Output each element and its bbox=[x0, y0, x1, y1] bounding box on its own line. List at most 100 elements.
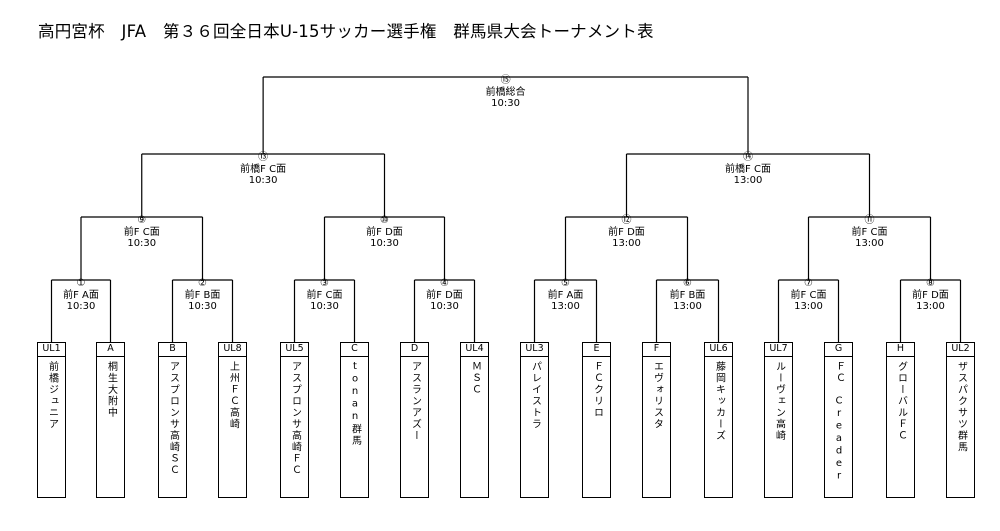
match-time: 10:30 bbox=[248, 175, 278, 186]
team-box: UL1 前橋ジュニア bbox=[37, 342, 66, 498]
team-name: グローバルＦＣ bbox=[895, 361, 907, 442]
match-num: ⑤ bbox=[561, 278, 570, 289]
team-code: UL2 bbox=[947, 343, 974, 357]
match-venue: 前F C面 bbox=[790, 289, 827, 301]
match-num: ⑮ bbox=[500, 75, 511, 86]
page-title: 高円宮杯 JFA 第３６回全日本U-15サッカー選手権 群馬県大会トーナメント表 bbox=[38, 22, 654, 41]
team-name: ＭＳＣ bbox=[469, 361, 481, 396]
match-time: 10:30 bbox=[310, 301, 339, 312]
team-name: tonan群馬 bbox=[349, 361, 361, 447]
team-code: UL8 bbox=[219, 343, 246, 357]
match-venue: 前F A面 bbox=[63, 289, 99, 301]
match-venue: 前F D面 bbox=[608, 226, 645, 238]
team-box: E ＦＣクリロ bbox=[582, 342, 611, 498]
team-name: ザスパクサツ群馬 bbox=[955, 361, 967, 453]
team-box: H グローバルＦＣ bbox=[886, 342, 915, 498]
match-time: 13:00 bbox=[551, 301, 580, 312]
team-name: アスプロンサ高崎ＳＣ bbox=[167, 361, 179, 476]
team-name: ＦＣ Creader bbox=[833, 361, 845, 483]
match-venue: 前橋F C面 bbox=[240, 163, 287, 175]
match-venue: 前F C面 bbox=[123, 226, 160, 238]
match-time: 13:00 bbox=[673, 301, 702, 312]
team-box: G ＦＣ Creader bbox=[824, 342, 853, 498]
team-box: UL7 ルーヴェン高崎 bbox=[764, 342, 793, 498]
match-num: ⑩ bbox=[380, 215, 389, 226]
match-num: ③ bbox=[320, 278, 329, 289]
team-name: ルーヴェン高崎 bbox=[773, 361, 785, 442]
match-venue: 前橋総合 bbox=[485, 86, 526, 98]
team-name: アスプロンサ高崎ＦＣ bbox=[289, 361, 301, 476]
match-time: 10:30 bbox=[491, 98, 520, 109]
team-name: 上州ＦＣ高崎 bbox=[227, 361, 239, 430]
match-time: 10:30 bbox=[430, 301, 459, 312]
team-code: UL7 bbox=[765, 343, 792, 357]
team-box: UL2 ザスパクサツ群馬 bbox=[946, 342, 975, 498]
team-code: E bbox=[583, 343, 610, 357]
team-code: UL4 bbox=[461, 343, 488, 357]
match-venue: 前F D面 bbox=[366, 226, 403, 238]
team-code: A bbox=[97, 343, 124, 357]
match-time: 13:00 bbox=[794, 301, 823, 312]
match-time: 13:00 bbox=[733, 175, 763, 186]
team-name: 前橋ジュニア bbox=[46, 361, 58, 430]
match-venue: 前F B面 bbox=[669, 289, 706, 301]
team-name: アスランアズー bbox=[409, 361, 421, 442]
match-venue: 前F B面 bbox=[184, 289, 221, 301]
match-num: ⑭ bbox=[742, 152, 753, 163]
match-num: ⑥ bbox=[683, 278, 692, 289]
team-name: パレイストラ bbox=[529, 361, 541, 430]
team-name: ＦＣクリロ bbox=[591, 361, 603, 419]
match-num: ④ bbox=[440, 278, 449, 289]
match-num: ② bbox=[198, 278, 207, 289]
match-venue: 前F D面 bbox=[426, 289, 463, 301]
match-venue: 前F C面 bbox=[306, 289, 343, 301]
team-code: UL3 bbox=[521, 343, 548, 357]
team-box: F エヴォリスタ bbox=[642, 342, 671, 498]
match-venue: 前F A面 bbox=[547, 289, 584, 301]
match-time: 13:00 bbox=[612, 238, 641, 249]
match-time: 13:00 bbox=[916, 301, 945, 312]
team-name: 桐生大附中 bbox=[105, 361, 117, 419]
match-venue: 前F C面 bbox=[851, 226, 888, 238]
team-code: G bbox=[825, 343, 852, 357]
match-venue: 前橋F C面 bbox=[725, 163, 771, 175]
match-num: ⑧ bbox=[926, 278, 935, 289]
team-name: エヴォリスタ bbox=[651, 361, 663, 430]
team-box: A 桐生大附中 bbox=[96, 342, 125, 498]
match-time: 10:30 bbox=[370, 238, 399, 249]
match-venue: 前F D面 bbox=[912, 289, 949, 301]
match-num: ① bbox=[76, 278, 86, 289]
match-time: 10:30 bbox=[66, 301, 96, 312]
match-num: ⑫ bbox=[621, 215, 632, 226]
match-num: ⑪ bbox=[864, 215, 875, 226]
team-code: C bbox=[341, 343, 368, 357]
team-code: H bbox=[887, 343, 914, 357]
match-time: 10:30 bbox=[127, 238, 157, 249]
team-code: UL6 bbox=[705, 343, 732, 357]
match-time: 13:00 bbox=[855, 238, 884, 249]
team-name: 藤岡キッカーズ bbox=[713, 361, 725, 442]
match-time: 10:30 bbox=[188, 301, 217, 312]
team-code: UL1 bbox=[38, 343, 65, 357]
team-code: F bbox=[643, 343, 670, 357]
